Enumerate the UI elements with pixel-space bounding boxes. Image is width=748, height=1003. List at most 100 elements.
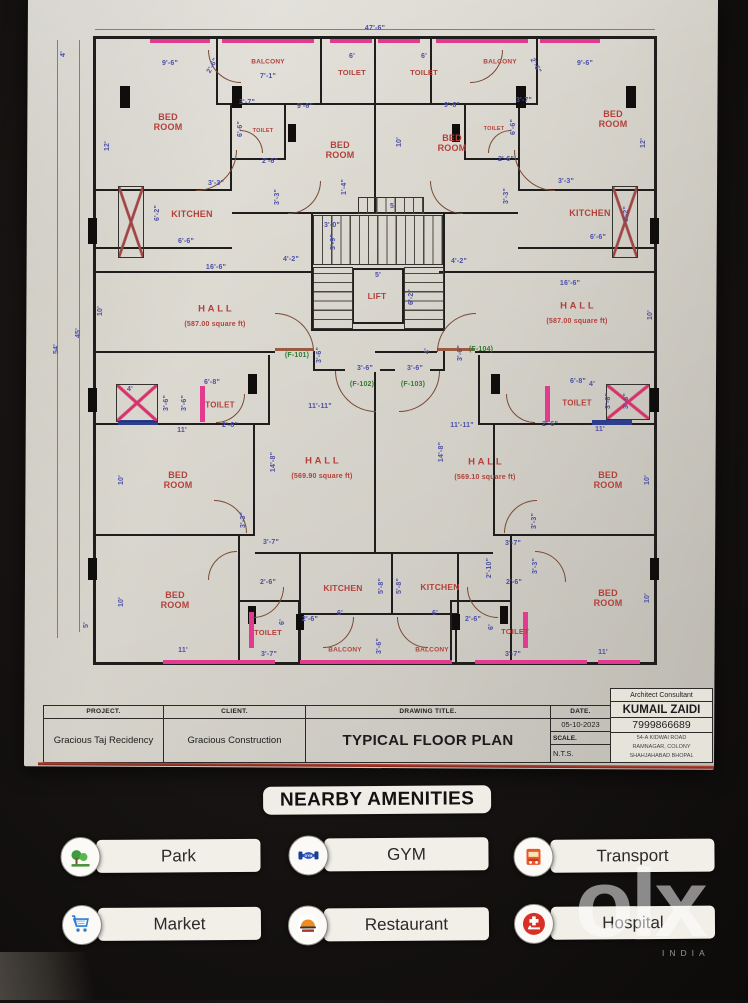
room-label: KITCHEN	[323, 583, 363, 594]
room-label: H A L L	[468, 456, 502, 468]
client-name: Gracious Construction	[187, 735, 282, 746]
wall-post	[650, 218, 659, 244]
wall-segment	[450, 600, 452, 662]
staircase	[313, 215, 443, 265]
wall-post	[88, 388, 97, 412]
dimension-label: 16'-6"	[205, 264, 227, 272]
dimension-label: 6'-8"	[203, 379, 221, 387]
architect-name: KUMAIL ZAIDI	[610, 702, 713, 718]
room-label: TOILET	[410, 67, 438, 77]
dimension-label: 11'-11"	[308, 403, 332, 411]
wall-post	[650, 388, 659, 412]
project-label: PROJECT.	[43, 705, 164, 719]
dimension-label: 11'	[178, 647, 188, 655]
wall-post	[120, 86, 130, 108]
dimension-label: 6'-6"	[177, 238, 195, 246]
hospital-label: Hospital	[602, 912, 664, 932]
room-label: BED ROOM	[153, 111, 183, 132]
dimension-label: 4'-2"	[450, 258, 468, 266]
market-button[interactable]: Market	[97, 906, 262, 941]
wall-segment	[391, 552, 393, 614]
wall-segment	[320, 38, 322, 104]
room-label: BALCONY	[328, 646, 362, 654]
wall-segment	[284, 104, 286, 160]
dimension-label: 6'	[432, 610, 438, 618]
wall-segment	[352, 268, 404, 270]
architect-address-line1: 54-A KIDWAI ROAD	[636, 734, 687, 741]
flat-number-label: (F-104)	[468, 346, 494, 354]
wall-segment	[374, 104, 376, 214]
wall-segment	[518, 104, 520, 191]
dimension-label: 3'-7"	[238, 99, 256, 107]
highlight-bar	[378, 39, 420, 43]
wall-segment	[299, 613, 457, 615]
highlight-bar	[163, 660, 275, 664]
dimension-label: 2'-6"	[541, 421, 559, 429]
wall-segment	[230, 104, 232, 191]
dimension-label: 3'-3"	[207, 180, 225, 188]
room-label: H A L L	[198, 303, 232, 315]
wall-segment	[93, 271, 311, 273]
wall-segment	[374, 38, 376, 106]
dimension-label: 3'-6"	[356, 365, 374, 373]
park-icon	[60, 836, 101, 878]
wall-segment	[299, 552, 301, 614]
wall-segment	[536, 38, 538, 104]
scale-label: SCALE.	[550, 732, 611, 745]
highlight-bar	[475, 660, 587, 664]
wall-segment	[298, 600, 300, 662]
gym-button[interactable]: GYM	[324, 837, 489, 872]
shaft-hatch	[612, 186, 638, 258]
wall-segment	[238, 536, 240, 662]
staircase	[358, 197, 424, 214]
transport-button[interactable]: Transport	[550, 838, 715, 873]
room-label: LIFT	[367, 291, 387, 302]
hospital-button[interactable]: Hospital	[550, 905, 716, 940]
dimension-label: 4'	[127, 386, 133, 394]
wall-segment	[475, 351, 655, 353]
restaurant-button[interactable]: Restaurant	[323, 907, 490, 942]
wall-segment	[253, 423, 255, 535]
room-label: TOILET	[252, 127, 274, 134]
dimension-label: 47'-6"	[364, 25, 386, 33]
dimension-label: 9'-6"	[443, 102, 461, 110]
wall-segment	[352, 268, 354, 324]
room-label: (569.90 square ft)	[291, 473, 353, 481]
wall-segment	[493, 534, 657, 536]
wall-segment	[93, 247, 232, 249]
hospital-icon	[513, 903, 555, 945]
dimension-label: 2'-6"	[301, 616, 319, 624]
scale-value: N.T.S.	[553, 748, 574, 758]
wall-segment	[518, 247, 657, 249]
wall-post	[452, 614, 460, 630]
dimension-label: 11'	[177, 427, 187, 435]
park-button[interactable]: Park	[96, 838, 261, 873]
wall-segment	[380, 369, 395, 371]
architect-address-line2: RAMNAGAR, COLONY	[632, 743, 691, 750]
dimension-label: 7'-1"	[259, 73, 277, 81]
flat-number-label: (F-102)	[349, 381, 375, 389]
dimension-label: 11'-11"	[450, 422, 474, 430]
room-label: BED ROOM	[163, 469, 193, 490]
wall-segment	[374, 372, 376, 553]
transport-icon	[513, 836, 554, 878]
highlight-bar	[118, 420, 158, 425]
staircase	[404, 267, 444, 329]
highlight-bar	[300, 660, 452, 664]
highlight-bar	[222, 39, 314, 43]
room-label: H A L L	[305, 455, 339, 467]
wall-post	[232, 86, 242, 108]
wall-segment	[268, 355, 270, 425]
dimension-label: 3'-7"	[504, 651, 522, 659]
wall-segment	[93, 423, 270, 425]
wall-post	[248, 374, 257, 394]
highlight-bar	[200, 386, 205, 422]
wall-segment	[443, 351, 445, 371]
wall-segment	[93, 351, 275, 353]
wall-segment	[313, 351, 315, 371]
wall-segment	[478, 423, 657, 425]
wall-post	[500, 606, 508, 624]
park-label: Park	[160, 845, 197, 865]
shaft-hatch	[116, 384, 158, 422]
